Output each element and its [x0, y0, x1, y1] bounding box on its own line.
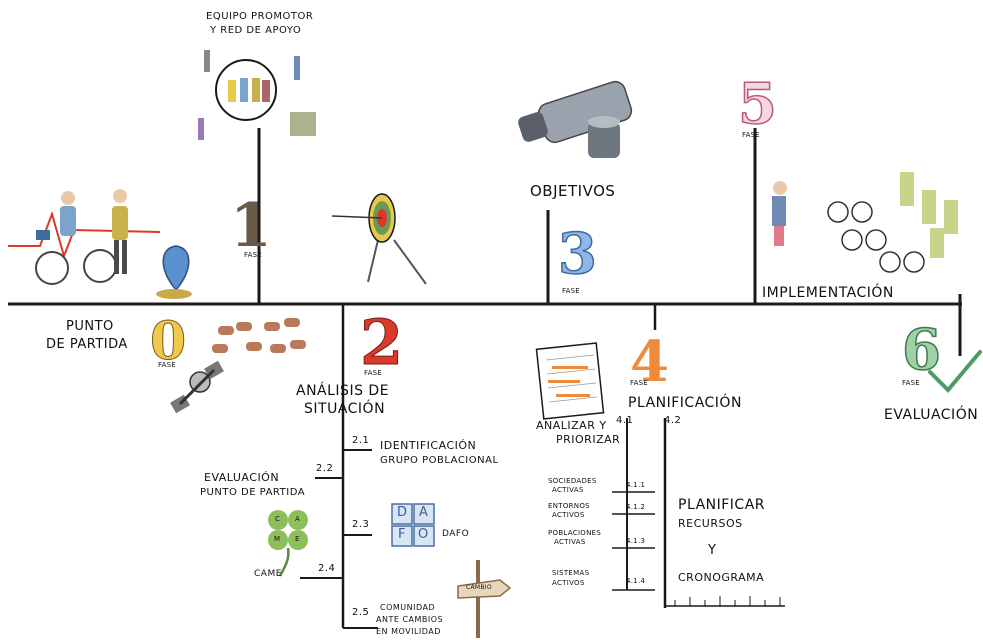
phase-4-sub-42: 4.2	[664, 415, 682, 426]
team-title-line2: Y RED DE APOYO	[210, 25, 302, 36]
item-4-1-1-line2: ACTIVAS	[552, 486, 584, 494]
phase-3-title: OBJETIVOS	[530, 182, 616, 200]
phase-0-title-line2: DE PARTIDA	[46, 337, 128, 352]
location-pin-icon	[156, 245, 192, 299]
phase-2-fase-label: FASE	[364, 369, 382, 377]
cyclists-illustration	[8, 189, 161, 285]
phase-2-number: 2	[359, 306, 404, 379]
crowd-bikes-illustration	[772, 172, 958, 273]
came-letter-m: M	[274, 535, 281, 543]
item-2-1-line2: GRUPO POBLACIONAL	[380, 455, 499, 466]
phase-6-number: 6	[901, 317, 941, 383]
item-4-1-1-num: 4.1.1	[626, 481, 646, 489]
phase-3-number: 3	[557, 221, 597, 287]
phase-0-number: 0	[149, 311, 187, 372]
signpost-icon	[457, 560, 512, 638]
phase-0-title-line1: PUNTO	[66, 319, 114, 334]
phase-5-fase-label: FASE	[742, 131, 760, 139]
phase-3-fase-label: FASE	[562, 287, 580, 295]
calendar-icon	[535, 342, 605, 420]
dafo-grid	[391, 503, 435, 547]
dafo-letter-o: O	[418, 527, 429, 542]
came-label: CAME	[254, 569, 282, 579]
item-2-5-num: 2.5	[352, 607, 370, 618]
phase-6-title: EVALUACIÓN	[884, 407, 979, 423]
phase-2-title-line1: ANÁLISIS DE	[296, 383, 390, 399]
came-letter-a: A	[295, 515, 301, 523]
footprints-illustration	[212, 318, 306, 353]
target-illustration	[331, 193, 427, 285]
dafo-letter-d: D	[397, 505, 408, 520]
binoculars-illustration	[518, 80, 633, 158]
phase-0-fase-label: FASE	[158, 361, 176, 369]
item-4-1-4-num: 4.1.4	[626, 577, 646, 585]
item-2-4-num: 2.4	[318, 563, 336, 574]
dafo-label: DAFO	[442, 529, 470, 539]
check-icon	[928, 350, 982, 393]
item-4-1-3-line1: POBLACIONES	[548, 529, 602, 537]
phase-4-right-line1: PLANIFICAR	[678, 497, 766, 513]
phase-6-fase-label: FASE	[902, 379, 920, 387]
phase-4-right-line3: Y	[708, 543, 717, 558]
phase-5-number: 5	[737, 71, 777, 137]
item-4-1-4-line1: SISTEMAS	[552, 569, 590, 577]
item-2-5-line2: ANTE CAMBIOS	[376, 615, 444, 624]
dafo-letter-f: F	[398, 527, 406, 542]
pedal-icon	[170, 360, 224, 414]
item-2-3-num: 2.3	[352, 519, 370, 530]
phase-1-number: 1	[230, 191, 272, 261]
item-2-5-line1: COMUNIDAD	[380, 603, 436, 612]
team-group-illustration	[198, 50, 316, 140]
phase-2-title-line2: SITUACIÓN	[304, 401, 386, 417]
item-4-1-1-line1: SOCIEDADES	[548, 477, 597, 485]
item-4-1-3-num: 4.1.3	[626, 537, 646, 545]
item-4-1-2-line2: ACTIVOS	[552, 511, 585, 519]
item-4-1-2-line1: ENTORNOS	[548, 502, 590, 510]
dafo-letter-a: A	[419, 505, 429, 520]
item-4-1-4-line2: ACTIVOS	[552, 579, 585, 587]
phase-1-fase-label: FASE	[244, 251, 262, 259]
item-2-1-num: 2.1	[352, 435, 370, 446]
clover-icon	[268, 510, 308, 577]
phase-4-title: PLANIFICACIÓN	[628, 395, 742, 411]
came-letter-c: C	[275, 515, 281, 523]
item-4-1-2-num: 4.1.2	[626, 503, 646, 511]
phase-5-title: IMPLEMENTACIÓN	[762, 285, 894, 301]
item-2-2-line1: EVALUACIÓN	[204, 471, 280, 484]
phase-4-fase-label: FASE	[630, 379, 648, 387]
item-2-2-line2: PUNTO DE PARTIDA	[200, 487, 306, 498]
item-2-1-line1: IDENTIFICACIÓN	[380, 439, 477, 452]
phase-4-left-title-line1: ANALIZAR Y	[536, 419, 607, 432]
phase-4-right-line2: RECURSOS	[678, 517, 743, 530]
phase-4-sub-41: 4.1	[616, 415, 634, 426]
item-2-2-num: 2.2	[316, 463, 334, 474]
cronograma-ruler	[665, 596, 785, 607]
team-title-line1: EQUIPO PROMOTOR	[206, 11, 314, 22]
item-2-5-line3: EN MOVILIDAD	[376, 627, 441, 636]
signpost-label: CAMBIO	[466, 584, 492, 591]
came-letter-e: E	[295, 535, 300, 543]
phase-4-number: 4	[630, 329, 669, 395]
item-4-1-3-line2: ACTIVAS	[554, 538, 586, 546]
phase-4-left-title-line2: PRIORIZAR	[556, 433, 621, 446]
phase-4-right-line4: CRONOGRAMA	[678, 571, 765, 584]
